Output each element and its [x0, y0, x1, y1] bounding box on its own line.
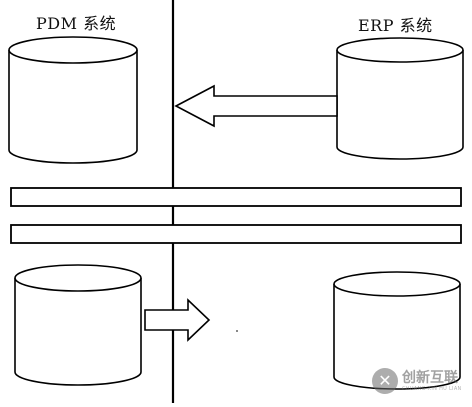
erp-database-top	[336, 37, 464, 160]
erp-system-label: ERP 系统	[358, 16, 433, 35]
interface-bar-top	[10, 187, 462, 207]
pdm-database-bottom	[14, 264, 142, 386]
erp-database-bottom	[333, 271, 461, 390]
interface-bar-bottom	[10, 224, 462, 244]
x-logo-icon: ✕	[372, 368, 398, 394]
watermark: ✕ 创新互联 CHUANG XIN HU LIAN	[372, 364, 468, 398]
scan-dot	[236, 330, 238, 332]
pdm-system-label: PDM 系统	[36, 14, 117, 33]
watermark-text-cn: 创新互联	[402, 369, 458, 386]
arrow-left-icon	[174, 84, 338, 128]
pdm-database-top	[8, 36, 138, 164]
arrow-right-icon	[144, 298, 211, 342]
watermark-text-en: CHUANG XIN HU LIAN	[402, 385, 462, 392]
watermark-text: 创新互联 CHUANG XIN HU LIAN	[402, 371, 462, 392]
